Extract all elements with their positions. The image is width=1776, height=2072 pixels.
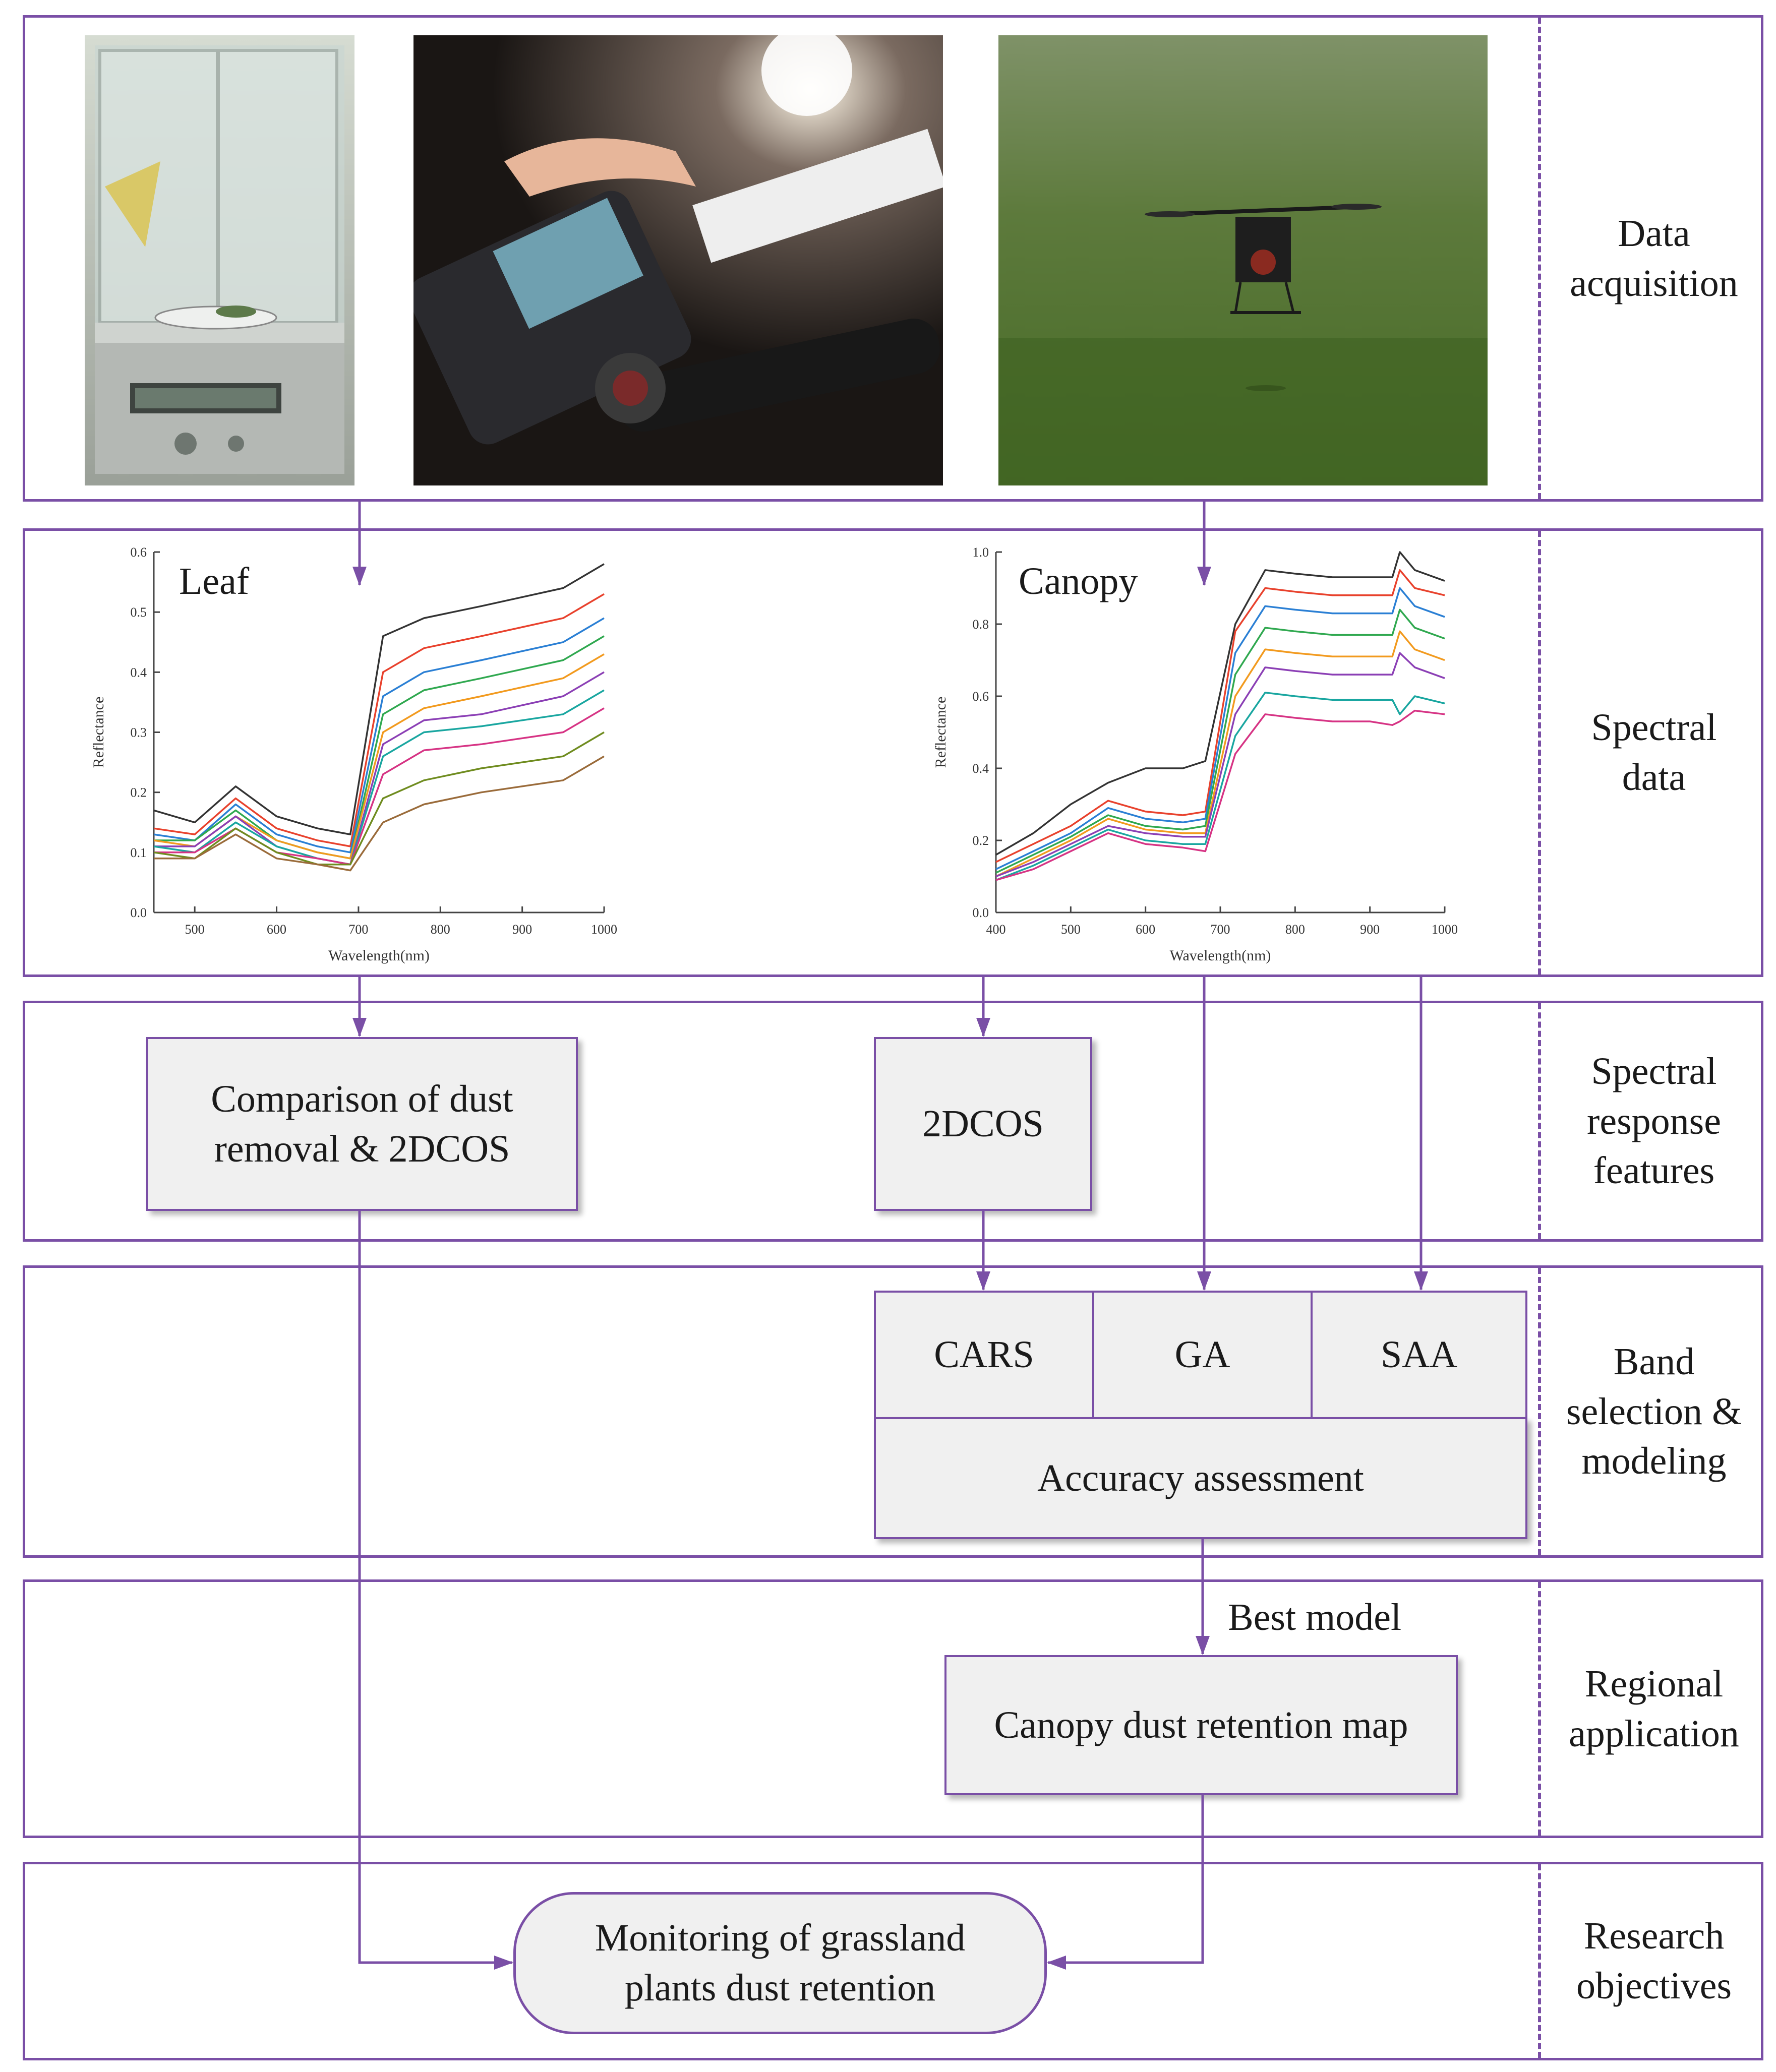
stage-label-line: application	[1569, 1712, 1739, 1755]
row-research-objectives	[23, 1862, 1763, 2060]
monitoring-box: Monitoring of grassland plants dust rete…	[513, 1892, 1047, 2034]
uav-over-grassland-illustration	[998, 35, 1488, 485]
stage-label-spectral-data: Spectral data	[1543, 531, 1765, 974]
stage-label-research-objectives: Research objectives	[1543, 1864, 1765, 2058]
stage-label-line: response	[1587, 1100, 1721, 1142]
divider	[1538, 531, 1541, 974]
spectrometer-photo	[413, 35, 943, 485]
stage-label-regional-application: Regional application	[1543, 1582, 1765, 1836]
stage-label-line: modeling	[1581, 1440, 1727, 1483]
accuracy-assessment-box: Accuracy assessment	[874, 1417, 1527, 1539]
row-band-selection-modeling	[23, 1265, 1763, 1558]
monitoring-box-line: Monitoring of grassland	[595, 1917, 966, 1960]
leaf-chart-title: Leaf	[179, 560, 250, 602]
analytical-balance-illustration	[85, 35, 354, 485]
canopy-dust-map-box: Canopy dust retention map	[944, 1655, 1458, 1795]
stage-label-data-acquisition: Data acquisition	[1543, 18, 1765, 499]
stage-label-spectral-response-features: Spectral response features	[1543, 1003, 1765, 1239]
handheld-spectrometer-illustration	[413, 35, 943, 485]
divider	[1538, 18, 1541, 499]
stage-label-line: Research	[1583, 1915, 1725, 1958]
stage-label-line: data	[1622, 756, 1686, 799]
2dcos-box: 2DCOS	[874, 1037, 1092, 1211]
stage-label-line: features	[1593, 1149, 1715, 1192]
2dcos-box-label: 2DCOS	[922, 1103, 1044, 1145]
accuracy-assessment-label: Accuracy assessment	[1037, 1456, 1364, 1499]
saa-box: SAA	[1311, 1291, 1527, 1419]
ga-box: GA	[1092, 1291, 1313, 1419]
stage-label-line: Regional	[1584, 1662, 1724, 1705]
stage-label-line: Spectral	[1591, 706, 1717, 749]
divider	[1538, 1582, 1541, 1836]
row-spectral-data	[23, 528, 1763, 977]
comparison-box-line: Comparison of dust	[211, 1077, 513, 1120]
stage-label-line: objectives	[1576, 1965, 1732, 2007]
balance-photo	[85, 35, 354, 485]
divider	[1538, 1003, 1541, 1239]
saa-box-label: SAA	[1380, 1333, 1458, 1376]
best-model-label: Best model	[1228, 1596, 1402, 1638]
divider	[1538, 1864, 1541, 2058]
row-spectral-response-features	[23, 1001, 1763, 1242]
cars-box-label: CARS	[934, 1333, 1034, 1376]
canopy-dust-map-label: Canopy dust retention map	[994, 1703, 1408, 1746]
cars-box: CARS	[874, 1291, 1094, 1419]
monitoring-box-line: plants dust retention	[624, 1967, 936, 2009]
drone-photo	[998, 35, 1488, 485]
stage-label-line: acquisition	[1570, 262, 1738, 304]
comparison-box: Comparison of dust removal & 2DCOS	[146, 1037, 578, 1211]
stage-label-line: Spectral	[1591, 1050, 1717, 1092]
divider	[1538, 1268, 1541, 1555]
comparison-box-line: removal & 2DCOS	[214, 1127, 510, 1170]
stage-label-line: Band	[1613, 1340, 1695, 1383]
row-regional-application	[23, 1579, 1763, 1838]
canopy-chart-title: Canopy	[1019, 560, 1138, 602]
stage-label-line: selection &	[1566, 1390, 1742, 1433]
stage-label-band-selection-modeling: Band selection & modeling	[1543, 1268, 1765, 1555]
stage-label-line: Data	[1618, 212, 1690, 255]
ga-box-label: GA	[1174, 1333, 1230, 1376]
row-data-acquisition	[23, 15, 1763, 502]
